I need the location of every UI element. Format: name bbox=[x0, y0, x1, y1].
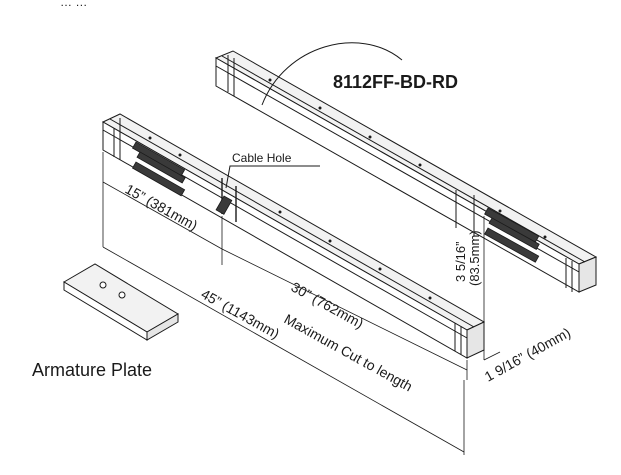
dim-height-in: 3 5/16” bbox=[453, 242, 468, 282]
dim-45-label: 45” (1143mm) bbox=[199, 286, 283, 342]
armature-plate bbox=[63, 263, 179, 341]
cable-hole-leader bbox=[225, 165, 320, 189]
dim-depth bbox=[483, 343, 501, 361]
dim-height-mm: (83.5mm) bbox=[467, 230, 482, 286]
model-label: 8112FF-BD-RD bbox=[333, 72, 458, 92]
back-rail bbox=[214, 50, 598, 293]
plate-hole-1 bbox=[99, 281, 107, 289]
clipped-top-text: … … bbox=[60, 0, 87, 9]
plate-hole-2 bbox=[118, 291, 126, 299]
cable-hole-label: Cable Hole bbox=[232, 151, 292, 165]
dim-15 bbox=[102, 152, 223, 265]
armature-plate-label: Armature Plate bbox=[32, 360, 152, 380]
dim-45 bbox=[102, 246, 465, 455]
dim-30 bbox=[221, 248, 468, 380]
model-leader bbox=[261, 42, 403, 106]
